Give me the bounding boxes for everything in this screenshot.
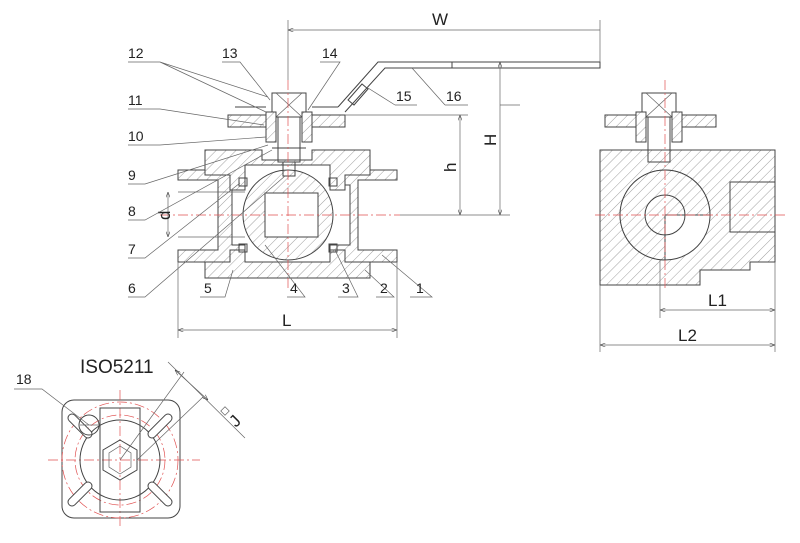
- square-symbol: [220, 406, 230, 416]
- valve-body-bottom: [204, 249, 371, 279]
- part-9: 9: [128, 167, 136, 183]
- stem: [277, 116, 301, 163]
- part-16: 16: [446, 88, 462, 104]
- part-6: 6: [128, 280, 136, 296]
- dim-d-label: d: [155, 211, 174, 220]
- part-3: 3: [342, 280, 350, 296]
- part-1: 1: [416, 280, 424, 296]
- top-flange-view: 18 ISO5211 J: [14, 357, 246, 528]
- dim-l1-label: L1: [708, 291, 727, 310]
- seat-left-top: [238, 177, 248, 187]
- part-callouts: 12 13 14 11 10 9 8 7 6 5 4 3 2 1 15 16: [128, 45, 468, 298]
- dim-h-small-label: h: [441, 163, 460, 172]
- part-12: 12: [128, 45, 144, 61]
- packing-left: [265, 111, 277, 143]
- handle-sleeve: [347, 83, 369, 106]
- seat-right-top: [328, 177, 338, 187]
- part-11: 11: [128, 92, 143, 108]
- part-15: 15: [396, 88, 412, 104]
- side-section-view: L1 L2: [595, 80, 785, 352]
- part-14: 14: [322, 45, 338, 61]
- part-10: 10: [128, 128, 144, 144]
- part-5: 5: [204, 280, 212, 296]
- dimensions-front: W h H d L: [155, 10, 601, 338]
- seat-right-bottom: [328, 243, 338, 253]
- part-2: 2: [380, 280, 388, 296]
- dim-w-label: W: [432, 10, 448, 29]
- front-section-view: [160, 61, 601, 290]
- dim-l-label: L: [282, 311, 291, 330]
- dim-j-label: J: [225, 411, 244, 430]
- iso-label: ISO5211: [80, 357, 154, 378]
- lock-hole: [78, 414, 100, 436]
- seat-left-bottom: [238, 243, 248, 253]
- part-7: 7: [128, 241, 136, 257]
- handle: [337, 61, 601, 113]
- part-4: 4: [290, 280, 298, 296]
- valve-body: [204, 149, 371, 191]
- part-18: 18: [16, 371, 32, 387]
- part-8: 8: [128, 203, 136, 219]
- dim-h-label: H: [481, 134, 500, 146]
- dim-l2-label: L2: [678, 326, 697, 345]
- packing-right: [301, 111, 313, 143]
- part-13: 13: [222, 45, 238, 61]
- stem-hex: [102, 439, 138, 481]
